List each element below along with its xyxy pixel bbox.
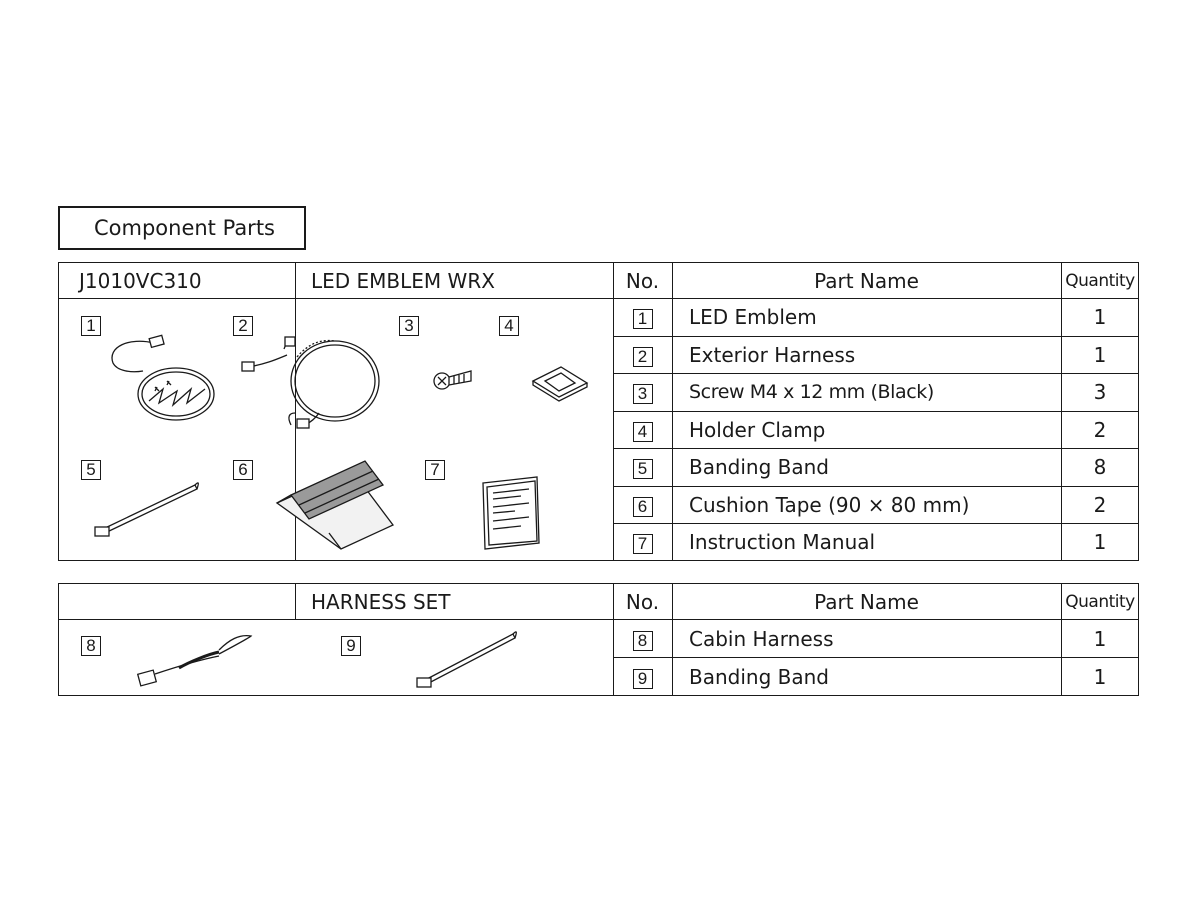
part-name: Instruction Manual bbox=[689, 530, 876, 554]
exterior-harness-icon bbox=[241, 336, 380, 429]
col-part-name-header: Part Name bbox=[814, 590, 919, 614]
kit-part-number: J1010VC310 bbox=[79, 269, 202, 293]
part-quantity: 3 bbox=[1093, 380, 1107, 404]
col-no-header: No. bbox=[625, 269, 660, 293]
col-quantity-header: Quantity bbox=[1065, 271, 1135, 291]
part-quantity: 8 bbox=[1093, 455, 1107, 479]
illustration-label: 1 bbox=[81, 316, 101, 336]
part-number-box: 2 bbox=[632, 347, 653, 367]
part-number-box: 8 bbox=[632, 631, 653, 651]
part-quantity: 1 bbox=[1093, 627, 1107, 651]
screw-icon bbox=[433, 370, 472, 390]
illustration-label: 5 bbox=[81, 460, 101, 480]
part-quantity: 2 bbox=[1093, 418, 1107, 442]
harness-illustration bbox=[136, 631, 517, 688]
illustration-label: 3 bbox=[399, 316, 419, 336]
part-number-box: 9 bbox=[632, 669, 653, 689]
part-name: Cushion Tape (90 × 80 mm) bbox=[689, 493, 970, 517]
part-number-box: 1 bbox=[632, 309, 653, 329]
divider bbox=[613, 448, 1138, 449]
divider bbox=[613, 411, 1138, 412]
holder-clamp-icon bbox=[531, 366, 589, 402]
divider bbox=[613, 486, 1138, 487]
illustration-label: 9 bbox=[341, 636, 361, 656]
instruction-manual-icon bbox=[482, 476, 540, 550]
part-number-box: 3 bbox=[632, 384, 653, 404]
illustration-label: 6 bbox=[233, 460, 253, 480]
illustration-label: 7 bbox=[425, 460, 445, 480]
cushion-tape-icon bbox=[275, 460, 395, 550]
part-name: Holder Clamp bbox=[689, 418, 826, 442]
divider bbox=[295, 584, 296, 620]
part-name: LED Emblem bbox=[689, 305, 817, 329]
part-quantity: 1 bbox=[1093, 530, 1107, 554]
col-no-header: No. bbox=[625, 590, 660, 614]
divider bbox=[295, 263, 296, 560]
divider bbox=[1061, 584, 1062, 695]
part-name: Banding Band bbox=[689, 665, 829, 689]
divider bbox=[613, 523, 1138, 524]
kit-parts-table: J1010VC310 LED EMBLEM WRX No. Part Name … bbox=[58, 262, 1139, 561]
banding-band-icon bbox=[94, 482, 199, 537]
col-part-name-header: Part Name bbox=[814, 269, 919, 293]
part-quantity: 1 bbox=[1093, 305, 1107, 329]
divider bbox=[59, 619, 1138, 620]
illustration-label: 2 bbox=[233, 316, 253, 336]
part-name: Cabin Harness bbox=[689, 627, 834, 651]
col-quantity-header: Quantity bbox=[1065, 592, 1135, 612]
harness-set-table: HARNESS SET No. Part Name Quantity 8 Cab… bbox=[58, 583, 1139, 696]
part-quantity: 1 bbox=[1093, 665, 1107, 689]
divider bbox=[613, 336, 1138, 337]
divider bbox=[613, 657, 1138, 658]
illustration-label: 4 bbox=[499, 316, 519, 336]
part-number-box: 4 bbox=[632, 422, 653, 442]
divider bbox=[59, 298, 1138, 299]
kit-name: LED EMBLEM WRX bbox=[311, 269, 495, 293]
section-title: Component Parts bbox=[58, 206, 306, 250]
cabin-harness-icon bbox=[136, 634, 253, 687]
harness-set-name: HARNESS SET bbox=[311, 590, 451, 614]
divider bbox=[672, 584, 673, 695]
part-quantity: 2 bbox=[1093, 493, 1107, 517]
divider bbox=[613, 584, 614, 695]
illustration-label: 8 bbox=[81, 636, 101, 656]
part-number-box: 5 bbox=[632, 459, 653, 479]
part-name: Screw M4 x 12 mm (Black) bbox=[689, 381, 934, 403]
part-name: Banding Band bbox=[689, 455, 829, 479]
part-number-box: 6 bbox=[632, 497, 653, 517]
parts-illustration bbox=[94, 334, 589, 550]
part-name: Exterior Harness bbox=[689, 343, 856, 367]
part-number-box: 7 bbox=[632, 534, 653, 554]
led-emblem-icon bbox=[111, 334, 215, 421]
part-quantity: 1 bbox=[1093, 343, 1107, 367]
divider bbox=[613, 373, 1138, 374]
banding-band-icon bbox=[416, 631, 517, 688]
